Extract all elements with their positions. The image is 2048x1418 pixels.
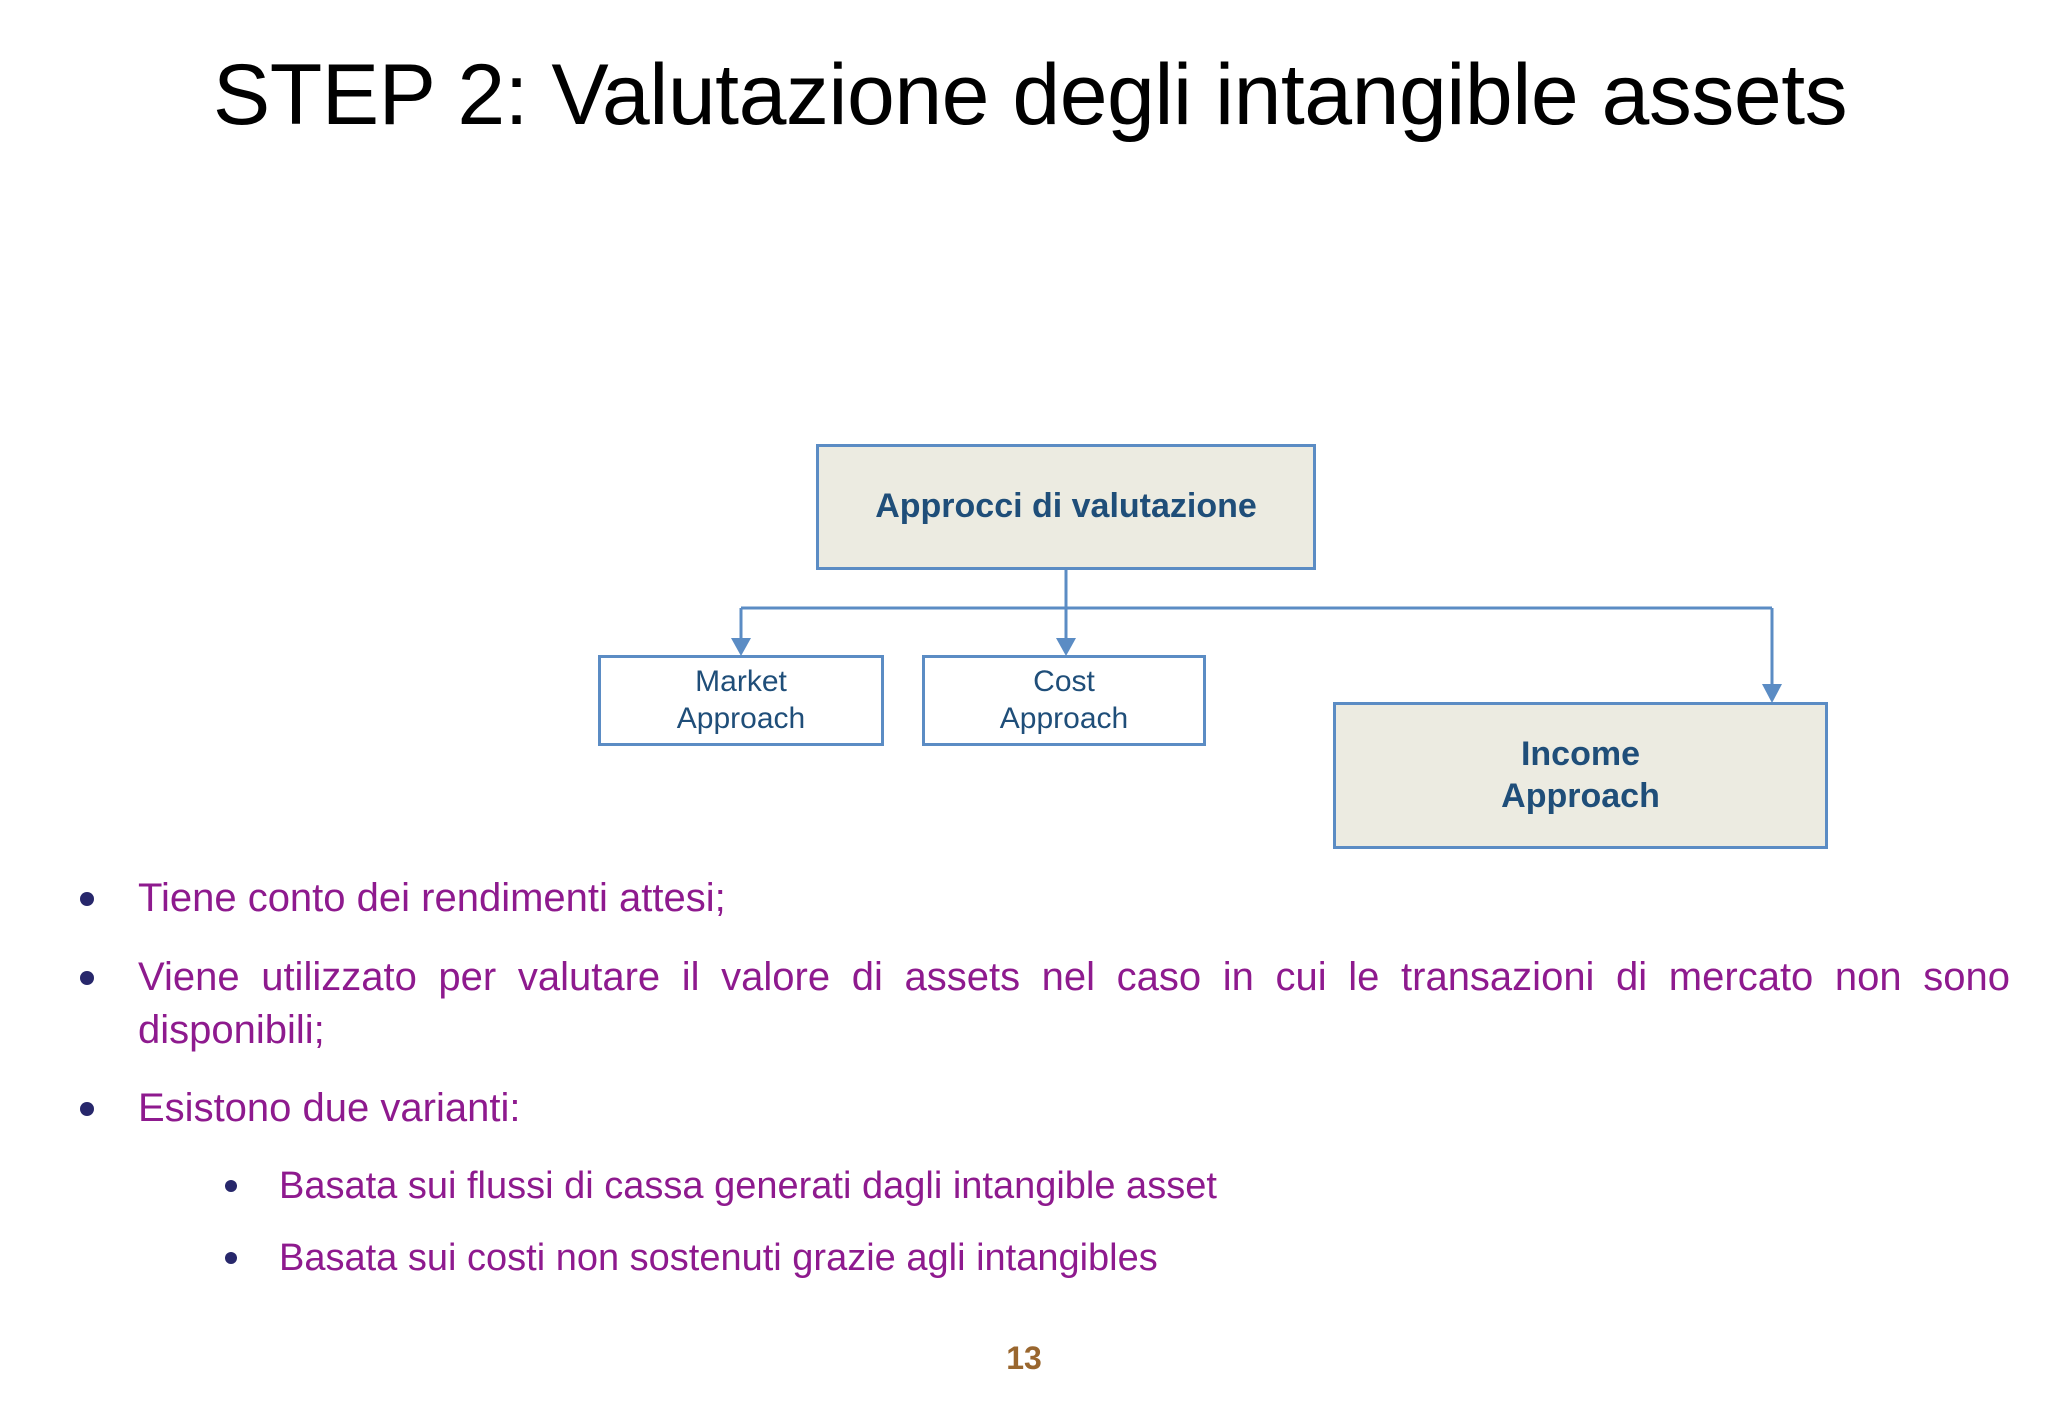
diagram-node-label-line2: Approach: [676, 701, 806, 735]
diagram-node-market-approach[interactable]: Market Approach: [598, 655, 884, 746]
bullet-marker-icon: [80, 892, 94, 906]
arrowhead-income: [1762, 684, 1782, 703]
bullet-item-sub: Basata sui flussi di cassa generati dagl…: [225, 1161, 2010, 1211]
bullet-text: Viene utilizzato per valutare il valore …: [138, 954, 2010, 1052]
bullet-list: Tiene conto dei rendimenti attesi; Viene…: [80, 872, 2010, 1306]
bullet-text: Esistono due varianti:: [138, 1086, 521, 1131]
diagram-node-cost-approach[interactable]: Cost Approach: [922, 655, 1206, 746]
arrowhead-market: [731, 638, 751, 656]
diagram-node-income-approach[interactable]: Income Approach: [1333, 702, 1828, 849]
diagram-node-label: Cost Approach: [1000, 664, 1128, 737]
bullet-marker-icon: [225, 1180, 237, 1193]
bullet-text: Tiene conto dei rendimenti attesi;: [138, 876, 726, 920]
diagram-node-label-line2: Approach: [999, 701, 1129, 735]
diagram-node-label-line1: Cost: [1033, 664, 1095, 698]
bullet-item: Viene utilizzato per valutare il valore …: [80, 951, 2010, 1057]
diagram-node-approcci-di-valutazione[interactable]: Approcci di valutazione: [816, 444, 1316, 570]
bullet-marker-icon: [225, 1252, 237, 1265]
bullet-text: Basata sui costi non sostenuti grazie ag…: [279, 1237, 1158, 1280]
diagram-node-label-line1: Market: [695, 664, 787, 698]
bullet-item-sub: Basata sui costi non sostenuti grazie ag…: [225, 1233, 2010, 1283]
arrowhead-cost: [1056, 638, 1076, 656]
bullet-marker-icon: [80, 1102, 94, 1117]
diagram-node-label-line1: Income: [1520, 735, 1641, 774]
diagram-node-label: Approcci di valutazione: [875, 487, 1257, 526]
bullet-item: Tiene conto dei rendimenti attesi;: [80, 872, 2010, 925]
page-title: STEP 2: Valutazione degli intangible ass…: [212, 47, 1848, 143]
bullet-marker-icon: [80, 970, 94, 985]
diagram-node-label: Income Approach: [1501, 734, 1660, 817]
page-number: 13: [1006, 1340, 1042, 1376]
bullet-item: Esistono due varianti:: [80, 1082, 2010, 1135]
diagram-node-label: Market Approach: [677, 664, 805, 737]
diagram-node-label-line2: Approach: [1501, 776, 1660, 815]
bullet-text: Basata sui flussi di cassa generati dagl…: [279, 1165, 1217, 1208]
